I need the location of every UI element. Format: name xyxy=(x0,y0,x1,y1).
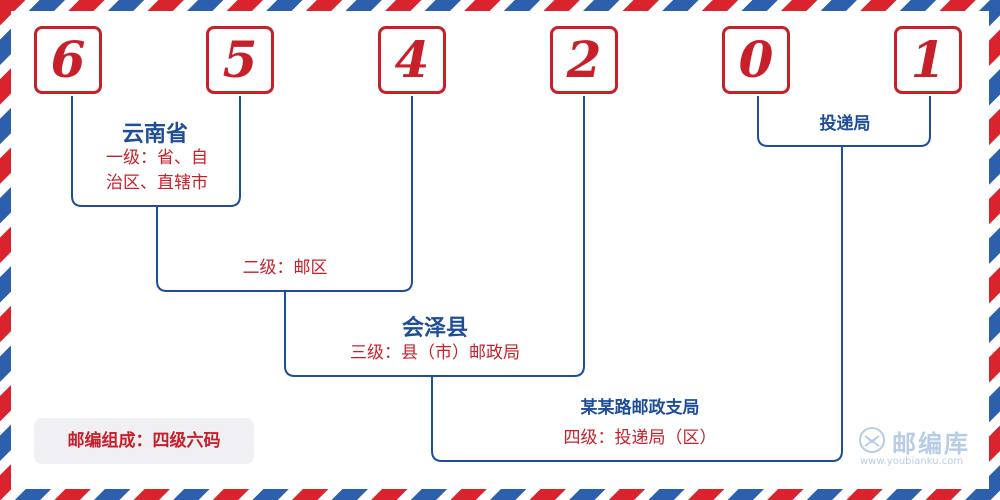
digit-box-1: 6 xyxy=(34,26,102,94)
delivery-title: 投递局 xyxy=(819,114,871,134)
level2-desc: 二级：邮区 xyxy=(242,258,328,278)
level1-desc-line1: 一级：省、自 xyxy=(106,148,208,168)
level1-desc-line2: 治区、直辖市 xyxy=(106,173,208,193)
digit-box-2: 5 xyxy=(206,26,274,94)
level4-desc: 四级：投递局（区） xyxy=(563,428,717,448)
connector-level3 xyxy=(284,96,585,377)
level1-title: 云南省 xyxy=(121,121,188,147)
logo-url: www.youbianku.com xyxy=(860,456,964,467)
level3-title: 会泽县 xyxy=(401,315,468,341)
digit-box-4: 2 xyxy=(550,26,618,94)
summary-badge: 邮编组成：四级六码 xyxy=(34,418,254,464)
level4-title: 某某路邮政支局 xyxy=(580,398,700,418)
logo-name: 邮编库 xyxy=(892,430,970,458)
digit-box-3: 4 xyxy=(378,26,446,94)
logo-watermark: 邮编库 www.youbianku.com xyxy=(858,424,982,474)
connector-delivery xyxy=(757,96,931,147)
digit-box-5: 0 xyxy=(722,26,790,94)
envelope-icon xyxy=(859,427,885,453)
digit-box-6: 1 xyxy=(894,26,962,94)
level3-desc: 三级：县（市）邮政局 xyxy=(350,343,520,363)
connector-level4 xyxy=(431,146,843,462)
